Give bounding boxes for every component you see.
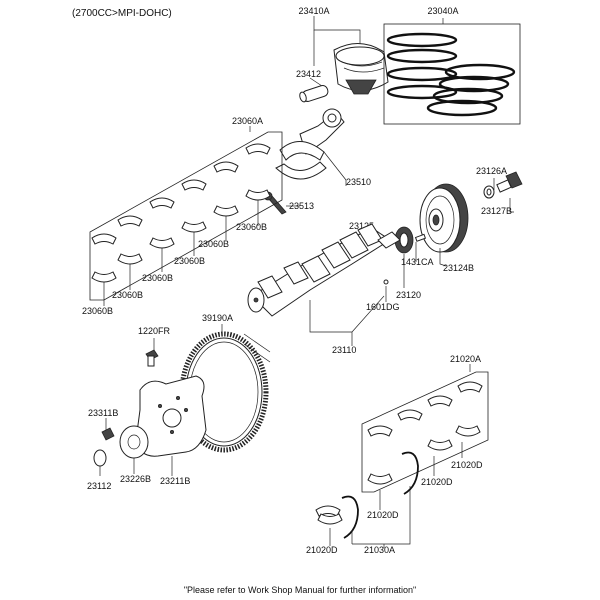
- label-39190A: 39190A: [202, 313, 233, 323]
- crankshaft-pulley-bolt[interactable]: [496, 171, 523, 193]
- main-bearing-set[interactable]: 21020A: [361, 354, 489, 510]
- label-23410A: 23410A: [298, 6, 329, 16]
- piston-ring-set[interactable]: [383, 18, 521, 125]
- label-23211B: 23211B: [160, 476, 190, 486]
- label-23126A: 23126A: [476, 166, 507, 176]
- drive-plate-bolt[interactable]: [101, 418, 115, 441]
- label-23060B-4: 23060B: [142, 273, 173, 283]
- label-23311B: 23311B: [88, 408, 118, 418]
- connecting-rod[interactable]: [275, 108, 347, 186]
- label-23513: 23513: [289, 201, 314, 211]
- label-23127B: 23127B: [481, 206, 512, 216]
- timing-sprocket[interactable]: [394, 226, 414, 254]
- footer-note: "Please refer to Work Shop Manual for fu…: [184, 585, 416, 595]
- thrust-washer-set[interactable]: [341, 451, 419, 549]
- label-23060B-6: 23060B: [82, 306, 113, 316]
- label-23040A: 23040A: [427, 6, 458, 16]
- label-23110: 23110: [332, 345, 356, 355]
- label-21020D-4: 21020D: [306, 545, 338, 555]
- label-21020A: 21020A: [450, 354, 481, 364]
- label-23060B-5: 23060B: [112, 290, 143, 300]
- label-21020D-3: 21020D: [367, 510, 399, 520]
- label-1220FR: 1220FR: [138, 326, 171, 336]
- adapter-plate[interactable]: [119, 425, 149, 474]
- damper-pulley[interactable]: [419, 183, 469, 267]
- crankshaft[interactable]: [247, 223, 401, 346]
- label-1431CA: 1431CA: [401, 257, 434, 267]
- label-23125: 23125: [349, 221, 374, 231]
- pilot-bushing[interactable]: [383, 279, 389, 302]
- label-23060B-2: 23060B: [198, 239, 229, 249]
- label-23112: 23112: [87, 481, 111, 491]
- label-21020D-1: 21020D: [451, 460, 483, 470]
- label-23120: 23120: [396, 290, 421, 300]
- flywheel-bolt[interactable]: [145, 338, 159, 367]
- engine-note: (2700CC>MPI-DOHC): [72, 8, 172, 19]
- main-bearing-lower[interactable]: [315, 505, 343, 546]
- crankshaft-bushing[interactable]: [93, 449, 107, 476]
- drive-plate[interactable]: [135, 375, 207, 476]
- label-21020D-2: 21020D: [421, 477, 453, 487]
- label-23124B: 23124B: [443, 263, 474, 273]
- sprocket-key[interactable]: [414, 233, 427, 242]
- piston-assembly[interactable]: [313, 16, 389, 95]
- label-23060A: 23060A: [232, 116, 263, 126]
- label-23510: 23510: [346, 177, 371, 187]
- label-23412: 23412: [296, 69, 321, 79]
- pulley-washer[interactable]: [483, 185, 495, 199]
- label-23060B-3: 23060B: [174, 256, 205, 266]
- piston-pin[interactable]: [299, 77, 330, 103]
- rod-bearing-set[interactable]: 23060A: [89, 116, 283, 306]
- label-21030A: 21030A: [364, 545, 395, 555]
- label-1601DG: 1601DG: [366, 302, 400, 312]
- label-23060B-1: 23060B: [236, 222, 267, 232]
- label-23226B: 23226B: [120, 474, 151, 484]
